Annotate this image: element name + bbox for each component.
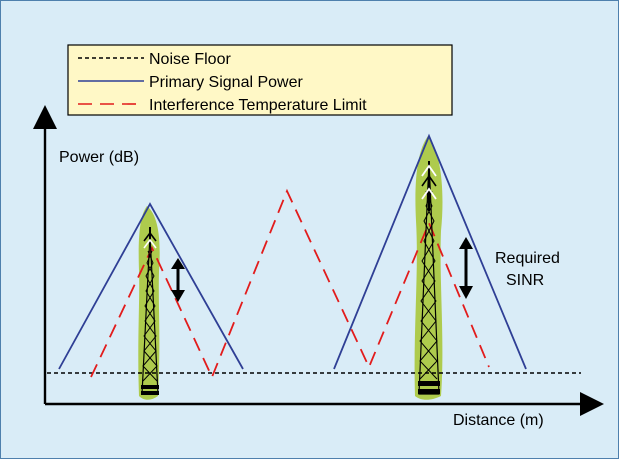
transmitter-tower-icon <box>141 227 159 395</box>
double-arrow-icon <box>459 237 473 299</box>
signal-power-right <box>333 133 527 370</box>
legend-signal-label: Primary Signal Power <box>149 74 304 91</box>
sinr-label-line2: SINR <box>506 272 544 289</box>
signal-power-left <box>58 202 244 370</box>
legend-interference-label: Interference Temperature Limit <box>149 97 367 114</box>
x-axis-label: Distance (m) <box>453 412 544 429</box>
legend: Noise Floor Primary Signal Power Interfe… <box>67 44 453 116</box>
interference-limit-line <box>90 188 490 380</box>
double-arrow-icon <box>171 258 185 302</box>
sinr-label-line1: Required <box>495 250 560 267</box>
transmitter-tower-icon <box>418 160 440 395</box>
legend-noise-label: Noise Floor <box>149 51 231 68</box>
y-axis-label: Power (dB) <box>59 149 139 166</box>
